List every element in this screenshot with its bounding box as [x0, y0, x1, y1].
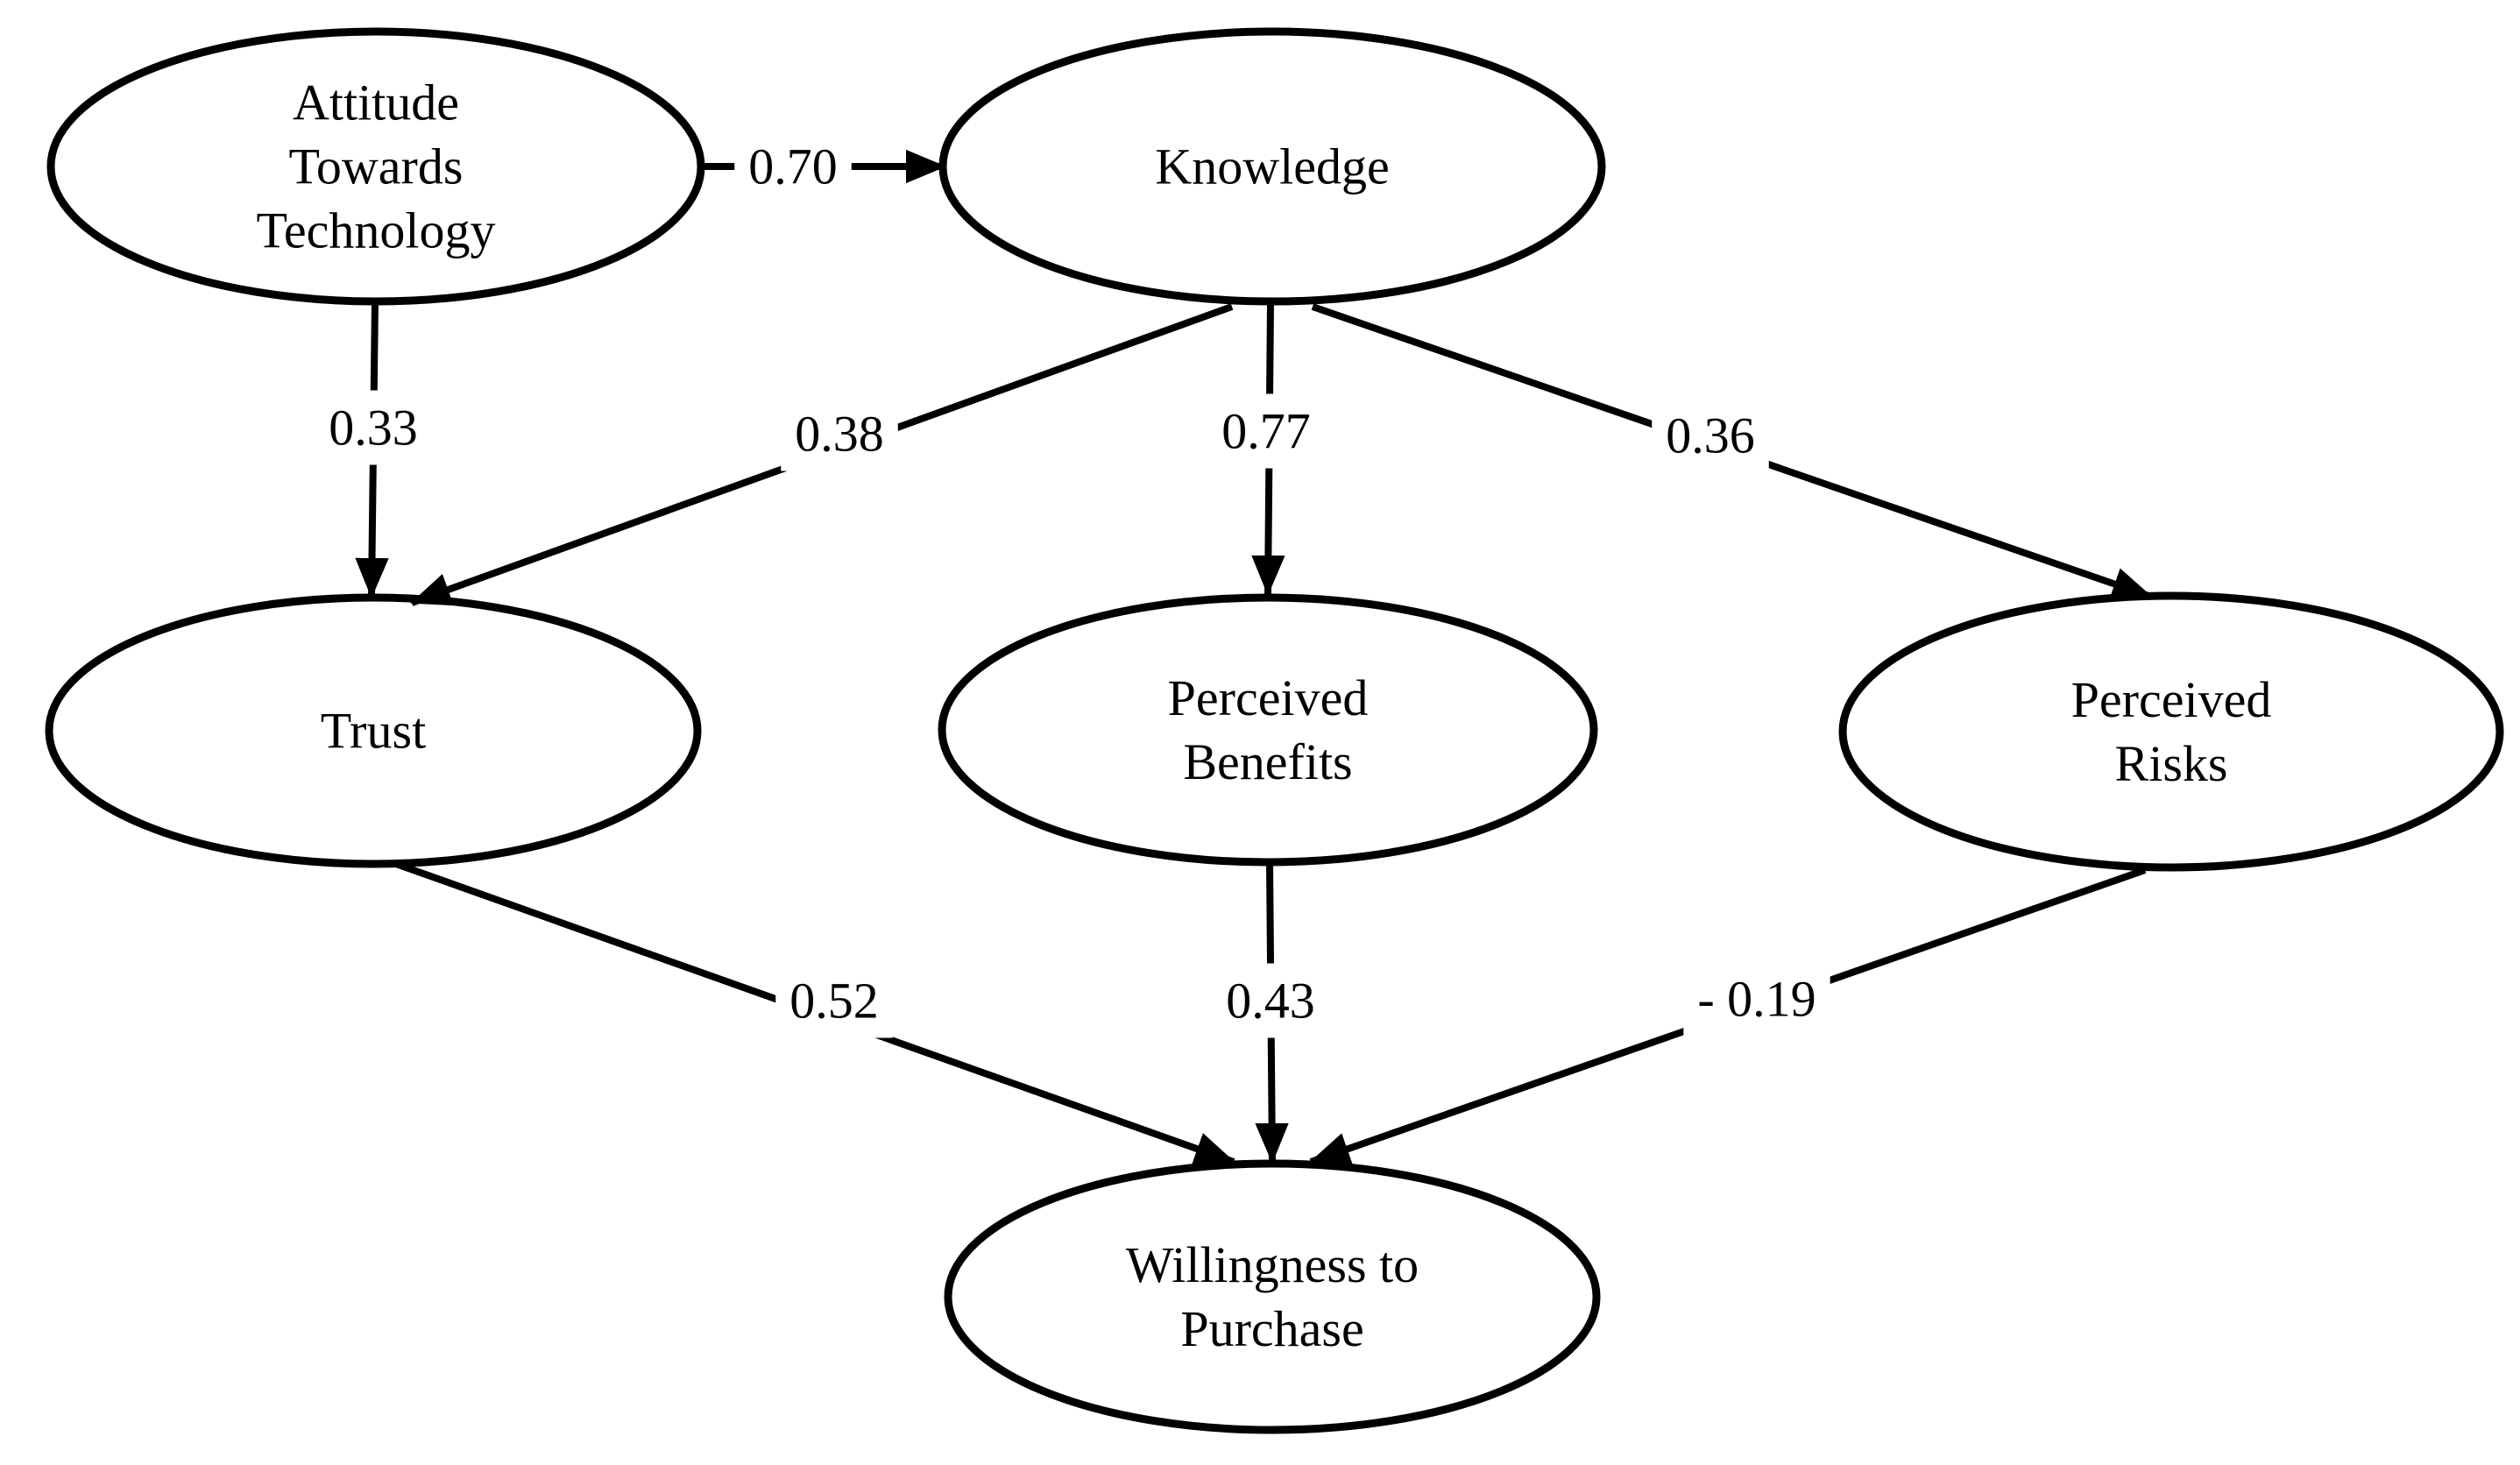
node-ellipse-attitude [46, 27, 705, 306]
edge-label-backing-risks-willingness [1683, 961, 1830, 1037]
node-ellipse-benefits [938, 593, 1598, 867]
edge-coefficient-benefits-willingness: 0.43 [1226, 973, 1315, 1030]
node-label-line: Perceived [2071, 671, 2272, 728]
node-label-line: Attitude [293, 74, 459, 131]
node-label-line: Willingness to [1126, 1236, 1419, 1293]
edge-label-backing-trust-willingness [775, 963, 893, 1038]
node-ellipse-willingness [944, 1159, 1601, 1434]
edge-coefficient-attitude-trust: 0.33 [329, 400, 418, 456]
node-label-knowledge: Knowledge [1155, 138, 1389, 195]
edge-coefficient-knowledge-trust: 0.38 [795, 406, 884, 463]
node-shapes [45, 27, 2504, 1434]
node-label-line: Benefits [1183, 733, 1352, 790]
node-label-line: Purchase [1180, 1300, 1363, 1357]
edge-label-backing-knowledge-benefits [1207, 393, 1325, 469]
edge-coefficient-knowledge-risks: 0.36 [1666, 407, 1755, 464]
node-label-line: Towards [289, 138, 464, 195]
edge-label-backing-knowledge-trust [781, 396, 898, 471]
edge-labels: 0.70 0.33 0.38 0.77 0.36 0.52 0.43 - 0.19 [315, 129, 1830, 1038]
edge-label-backing-benefits-willingness [1212, 963, 1329, 1038]
edge-coefficient-trust-willingness: 0.52 [789, 973, 879, 1030]
edge-coefficient-attitude-knowledge: 0.70 [748, 138, 838, 195]
node-label-line: Perceived [1168, 669, 1369, 726]
node-label-line: Knowledge [1155, 138, 1389, 195]
node-label-line: Risks [2115, 735, 2228, 792]
node-label-willingness: Willingness to Purchase [1126, 1236, 1419, 1357]
node-ellipse-risks [1838, 591, 2504, 872]
edge-label-backing-attitude-knowledge [734, 129, 852, 204]
edge-coefficient-risks-willingness: - 0.19 [1697, 971, 1816, 1028]
edge-label-backing-attitude-trust [315, 390, 432, 465]
edge-coefficient-knowledge-benefits: 0.77 [1221, 403, 1311, 460]
edge-label-backing-knowledge-risks [1652, 398, 1769, 473]
node-label-line: Technology [257, 202, 496, 259]
node-label-line: Trust [321, 703, 426, 760]
node-label-trust: Trust [321, 703, 426, 760]
